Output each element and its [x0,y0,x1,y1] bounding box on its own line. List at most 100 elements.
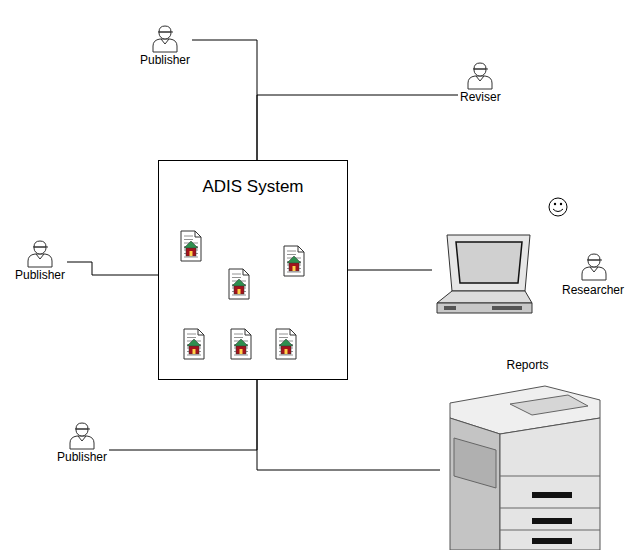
smiley [549,198,567,216]
role-label: Publisher [57,450,107,464]
document-fold [245,329,251,335]
document-line [234,334,243,335]
smiley-eye [554,203,556,205]
house-door [190,251,193,256]
printer-tray-handle [532,518,572,524]
document-page [284,246,304,276]
document-line [279,355,293,356]
printer-node: Reports [440,358,605,550]
person-icon [150,25,180,53]
document-line [187,334,196,335]
printer [440,358,605,550]
house-roof [279,339,293,346]
role-label: Reviser [460,90,501,104]
person-cap [158,26,173,32]
printer-tray-handle [532,538,572,544]
researcher-node: Researcher [432,195,627,325]
document-page [181,231,201,261]
printer-front-face [500,418,600,550]
role-label: Reports [440,358,605,372]
house-body [186,247,196,256]
person-node: Publisher [13,240,67,282]
person-icon [465,62,495,90]
printer-door [454,438,496,488]
house-body [289,262,299,271]
laptop-base [437,291,532,303]
house-body [189,345,199,354]
network-line [257,95,458,160]
document-line [184,257,198,258]
person-cap [33,241,48,247]
document-line [287,251,296,252]
document-line [232,295,246,296]
person-icon [25,240,55,268]
document-fold [195,231,201,237]
document-line [232,274,241,275]
person-cap [587,254,602,260]
person-shoulders [28,254,52,267]
document-fold [198,329,204,335]
document-page [231,329,251,359]
document-line [187,355,201,356]
document-icon [231,329,251,359]
document-page [229,269,249,299]
house-roof [184,241,198,248]
person-node: Publisher [138,25,192,67]
person-icon-group [582,254,606,280]
network-line [67,262,158,275]
document-page [184,329,204,359]
person-icon [582,254,606,280]
laptop-screen [456,242,522,283]
document-line [234,337,243,338]
role-label: Researcher [432,283,627,297]
house-roof [287,256,301,263]
system-title: ADIS System [159,161,347,197]
person-node: Publisher [55,422,109,464]
laptop-port [444,306,456,310]
person-neck [161,39,169,44]
person-cap [473,63,488,69]
document-line [279,334,288,335]
printer-tray-edge [500,476,600,477]
printer-output-tray [510,395,588,415]
document-page [276,329,296,359]
person-icon [67,422,97,450]
house-roof [187,339,201,346]
document-fold [298,246,304,252]
network-line [348,270,432,271]
document-icon [229,269,249,299]
person-neck [36,254,44,259]
house-roof [234,339,248,346]
laptop [437,235,532,313]
document-line [184,236,193,237]
house-door [240,349,243,354]
document-line [234,355,248,356]
laptop-port [492,306,522,310]
house-door [293,266,296,271]
person-cap [75,423,90,429]
smiley-face [549,198,567,216]
network-line [109,380,257,450]
person-shoulders [468,76,492,89]
document-icon [184,329,204,359]
role-label: Publisher [140,53,190,67]
printer-tray-handle [532,492,572,498]
house-door [285,349,288,354]
person-shoulders [582,267,606,280]
house-door [193,349,196,354]
document-fold [243,269,249,275]
network-line [257,380,440,470]
person-neck [78,436,86,441]
printer-tray-edge [500,508,600,509]
house-body [236,345,246,354]
house-roof [232,279,246,286]
system-box: ADIS System [158,160,348,380]
printer-left-face [450,418,500,550]
smiley-eye [560,203,562,205]
document-line [187,337,196,338]
laptop-lid [447,235,530,291]
house-body [234,285,244,294]
printer-tray-edge [500,530,600,531]
person-shoulders [70,436,94,449]
